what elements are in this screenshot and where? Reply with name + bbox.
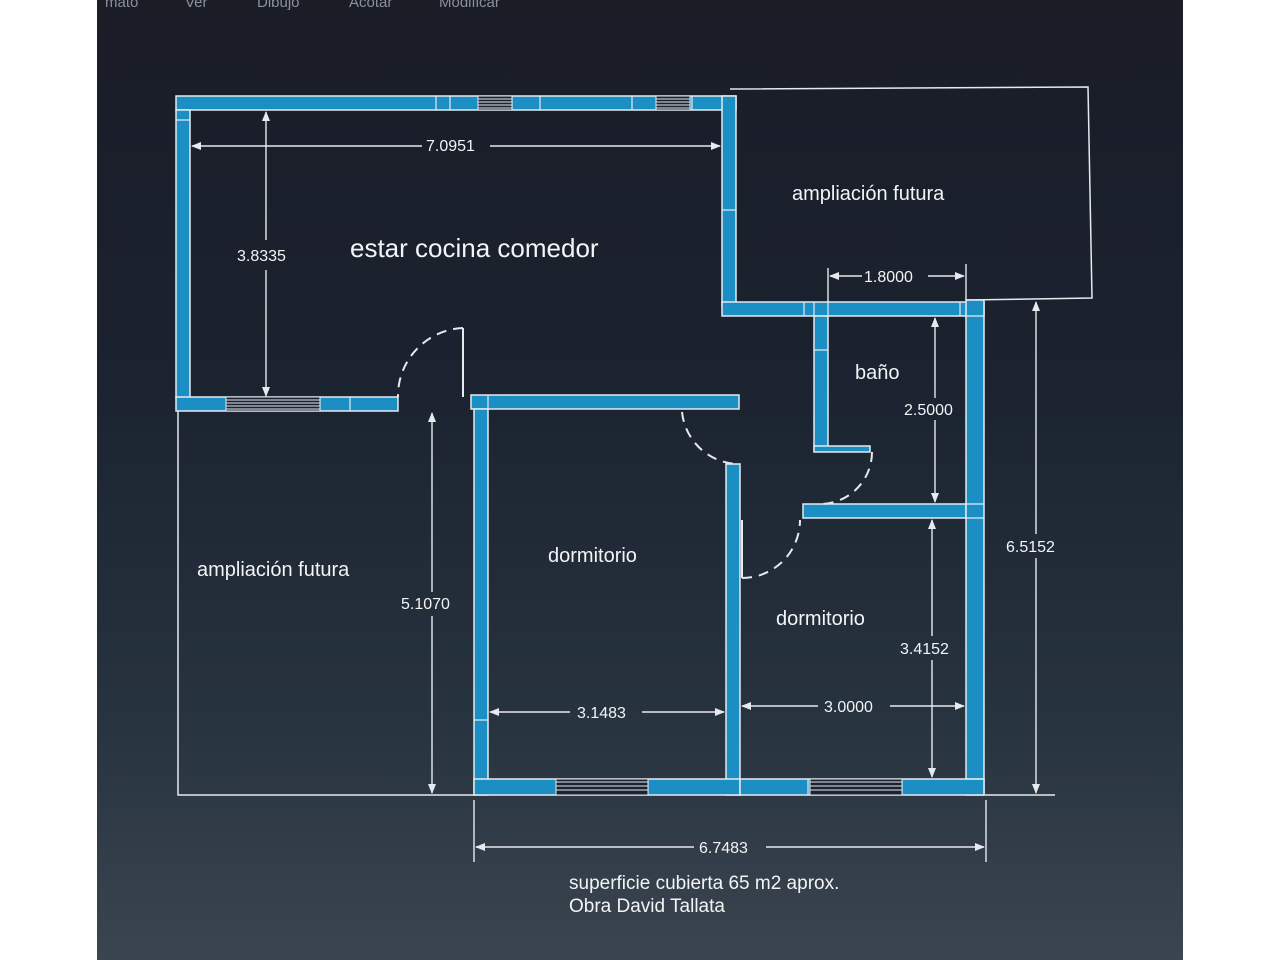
dim-label-total-height: 6.5152 bbox=[1006, 539, 1055, 556]
wall-living-right bbox=[721, 95, 737, 307]
menu-item-ver[interactable]: Ver bbox=[185, 0, 208, 11]
dim-label-left-height: 5.1070 bbox=[401, 596, 450, 613]
monitor-bezel-left bbox=[0, 0, 97, 960]
room-label-bano: baño bbox=[855, 362, 900, 384]
menu-item-modificar[interactable]: Modificar bbox=[439, 0, 500, 11]
room-label-dormitorio-1: dormitorio bbox=[548, 545, 637, 567]
dim-label-dorm2-height: 3.4152 bbox=[900, 641, 949, 658]
wall-dorm-partition bbox=[725, 463, 741, 796]
menu-bar: mato Ver Dibujo Acotar Modificar bbox=[97, 0, 1183, 11]
wall-bath-bottom bbox=[802, 503, 967, 519]
wall-right bbox=[965, 299, 985, 796]
window-top-1 bbox=[477, 95, 513, 111]
window-top-2 bbox=[655, 95, 691, 111]
wall-left bbox=[175, 109, 191, 399]
wall-top bbox=[175, 95, 737, 111]
dim-label-estar-height: 3.8335 bbox=[237, 248, 286, 265]
note-surface: superficie cubierta 65 m2 aprox. bbox=[569, 873, 839, 894]
dim-label-dorm2-width: 3.0000 bbox=[824, 699, 873, 716]
door-bath bbox=[819, 451, 873, 505]
dim-label-total-width: 6.7483 bbox=[699, 840, 748, 857]
room-label-dormitorio-2: dormitorio bbox=[776, 608, 865, 630]
room-label-ampliacion-top: ampliación futura bbox=[792, 183, 945, 205]
wall-corridor-top bbox=[470, 394, 740, 410]
cad-drawing-area[interactable]: mato Ver Dibujo Acotar Modificar bbox=[97, 0, 1183, 960]
dim-label-dorm1-width: 3.1483 bbox=[577, 705, 626, 722]
window-dorm2-bottom bbox=[809, 778, 903, 796]
wall-extension-bottom bbox=[721, 301, 985, 317]
menu-item-formato[interactable]: mato bbox=[105, 0, 139, 11]
windows bbox=[225, 95, 903, 796]
wall-dorm1-left bbox=[473, 408, 489, 796]
menu-item-dibujo[interactable]: Dibujo bbox=[257, 0, 300, 11]
door-dorm2 bbox=[741, 519, 801, 579]
window-living-bottom bbox=[225, 396, 321, 412]
doors bbox=[396, 327, 873, 579]
wall-bath-stub bbox=[813, 445, 871, 453]
monitor-bezel-right bbox=[1183, 0, 1280, 960]
menu-item-acotar[interactable]: Acotar bbox=[349, 0, 393, 11]
note-author: Obra David Tallata bbox=[569, 896, 725, 917]
door-dorm1 bbox=[681, 411, 741, 466]
window-dorm1-bottom bbox=[555, 778, 649, 796]
dim-label-bano-width: 1.8000 bbox=[864, 269, 913, 286]
future-extension-outlines bbox=[177, 86, 1093, 796]
wall-bath-left bbox=[813, 315, 829, 451]
dimension-lines bbox=[191, 111, 1040, 862]
room-label-ampliacion-left: ampliación futura bbox=[197, 559, 350, 581]
door-living bbox=[396, 327, 464, 398]
room-label-estar: estar cocina comedor bbox=[350, 233, 599, 263]
dim-label-estar-width: 7.0951 bbox=[426, 138, 475, 155]
dim-label-bano-height: 2.5000 bbox=[904, 402, 953, 419]
